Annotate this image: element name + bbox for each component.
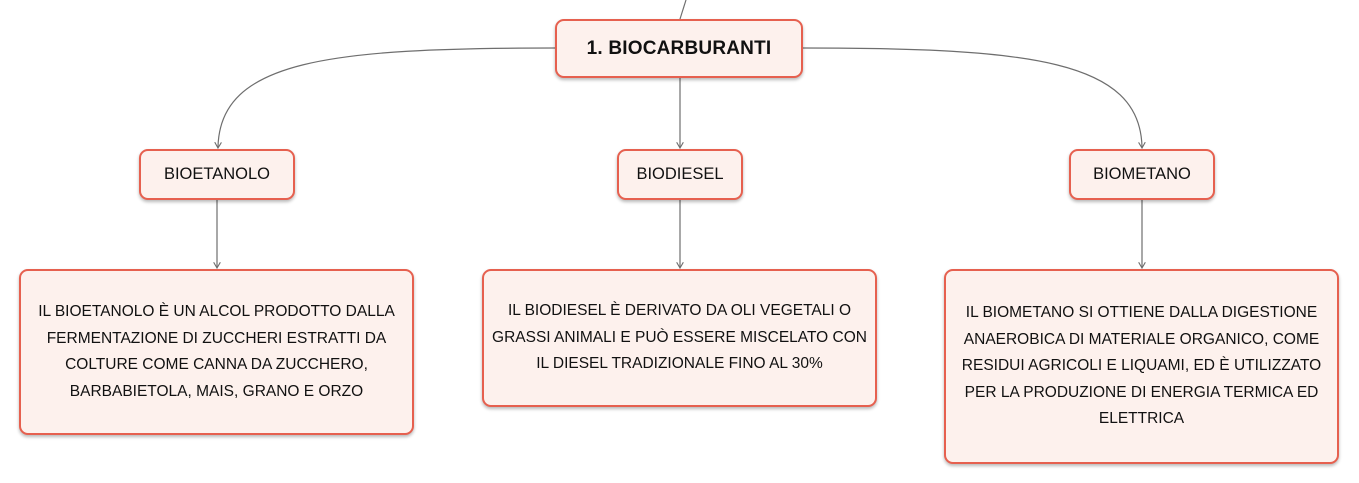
description-text: IL BIOETANOLO È UN ALCOL PRODOTTO DALLA …: [38, 303, 395, 400]
connector-incoming: [679, 0, 687, 20]
description-node-biodiesel[interactable]: IL BIODIESEL È DERIVATO DA OLI VEGETALI …: [482, 269, 877, 407]
connector-root-biometano: [802, 47, 1142, 147]
description-node-bioetanolo[interactable]: IL BIOETANOLO È UN ALCOL PRODOTTO DALLA …: [19, 269, 414, 435]
description-text: IL BIODIESEL È DERIVATO DA OLI VEGETALI …: [492, 302, 867, 373]
branch-node-label: BIODIESEL: [636, 165, 724, 183]
branch-node-bioetanolo[interactable]: BIOETANOLO: [139, 149, 295, 200]
branch-node-biodiesel[interactable]: BIODIESEL: [617, 149, 743, 200]
branch-node-label: BIOETANOLO: [163, 165, 271, 183]
connector-root-bioetanolo: [218, 47, 556, 147]
description-text: IL BIOMETANO SI OTTIENE DALLA DIGESTIONE…: [961, 304, 1322, 428]
branch-node-biometano[interactable]: BIOMETANO: [1069, 149, 1215, 200]
root-node-label: 1. BIOCARBURANTI: [586, 37, 772, 59]
root-node-biocarburanti[interactable]: 1. BIOCARBURANTI: [555, 19, 803, 78]
description-node-biometano[interactable]: IL BIOMETANO SI OTTIENE DALLA DIGESTIONE…: [944, 269, 1339, 464]
branch-node-label: BIOMETANO: [1093, 165, 1191, 183]
